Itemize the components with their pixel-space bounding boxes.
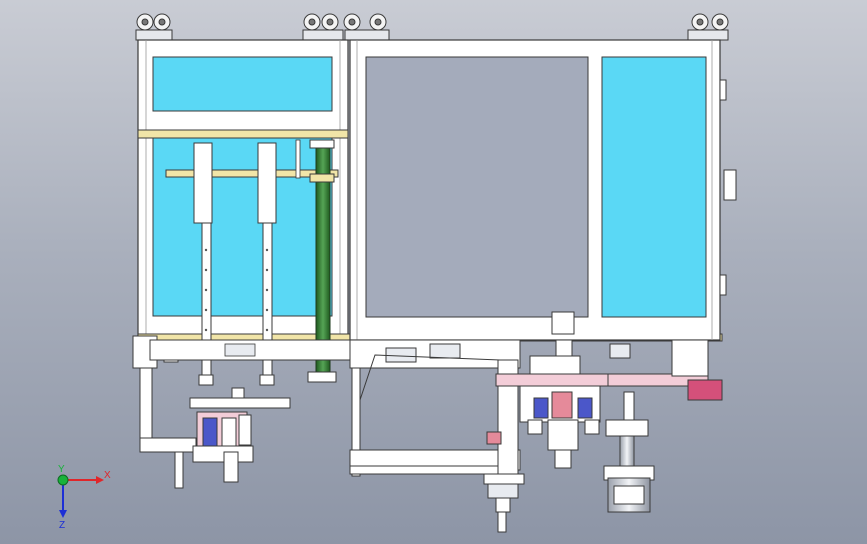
z-axis-label: Z [59,520,65,531]
vertical-slide-arm-1 [193,142,214,386]
right-center-gray-panel [365,56,589,318]
caster-wheel-right [687,13,729,41]
center-vertical-column [483,359,525,533]
caster-wheel-center-right [343,13,390,41]
door-handle[interactable] [719,79,737,296]
left-middle-rail [165,169,339,178]
left-lower-glass-panel [152,137,333,317]
lower-small-slot [224,343,256,357]
thin-vertical-post [295,139,301,179]
center-lower-frame [349,339,521,477]
diagonal-brace [359,354,501,401]
right-inner-bracket [551,311,575,335]
y-axis-label: Y [58,464,65,475]
y-axis-origin [57,474,69,486]
orientation-triad: X Y Z [57,464,111,531]
right-air-cylinder [603,391,655,513]
center-pusher-assembly [495,373,723,469]
caster-wheel-center-left [302,13,344,41]
x-axis-label: X [104,470,111,481]
green-guide-rod [307,139,337,383]
vertical-slide-arm-2 [257,142,277,386]
caster-wheel-left [135,13,173,41]
left-top-rail [137,129,349,139]
upper-slider-block [529,339,709,377]
right-glass-panel [601,56,707,318]
left-gripper-assembly [189,387,291,483]
left-upper-glass-panel [152,56,333,112]
